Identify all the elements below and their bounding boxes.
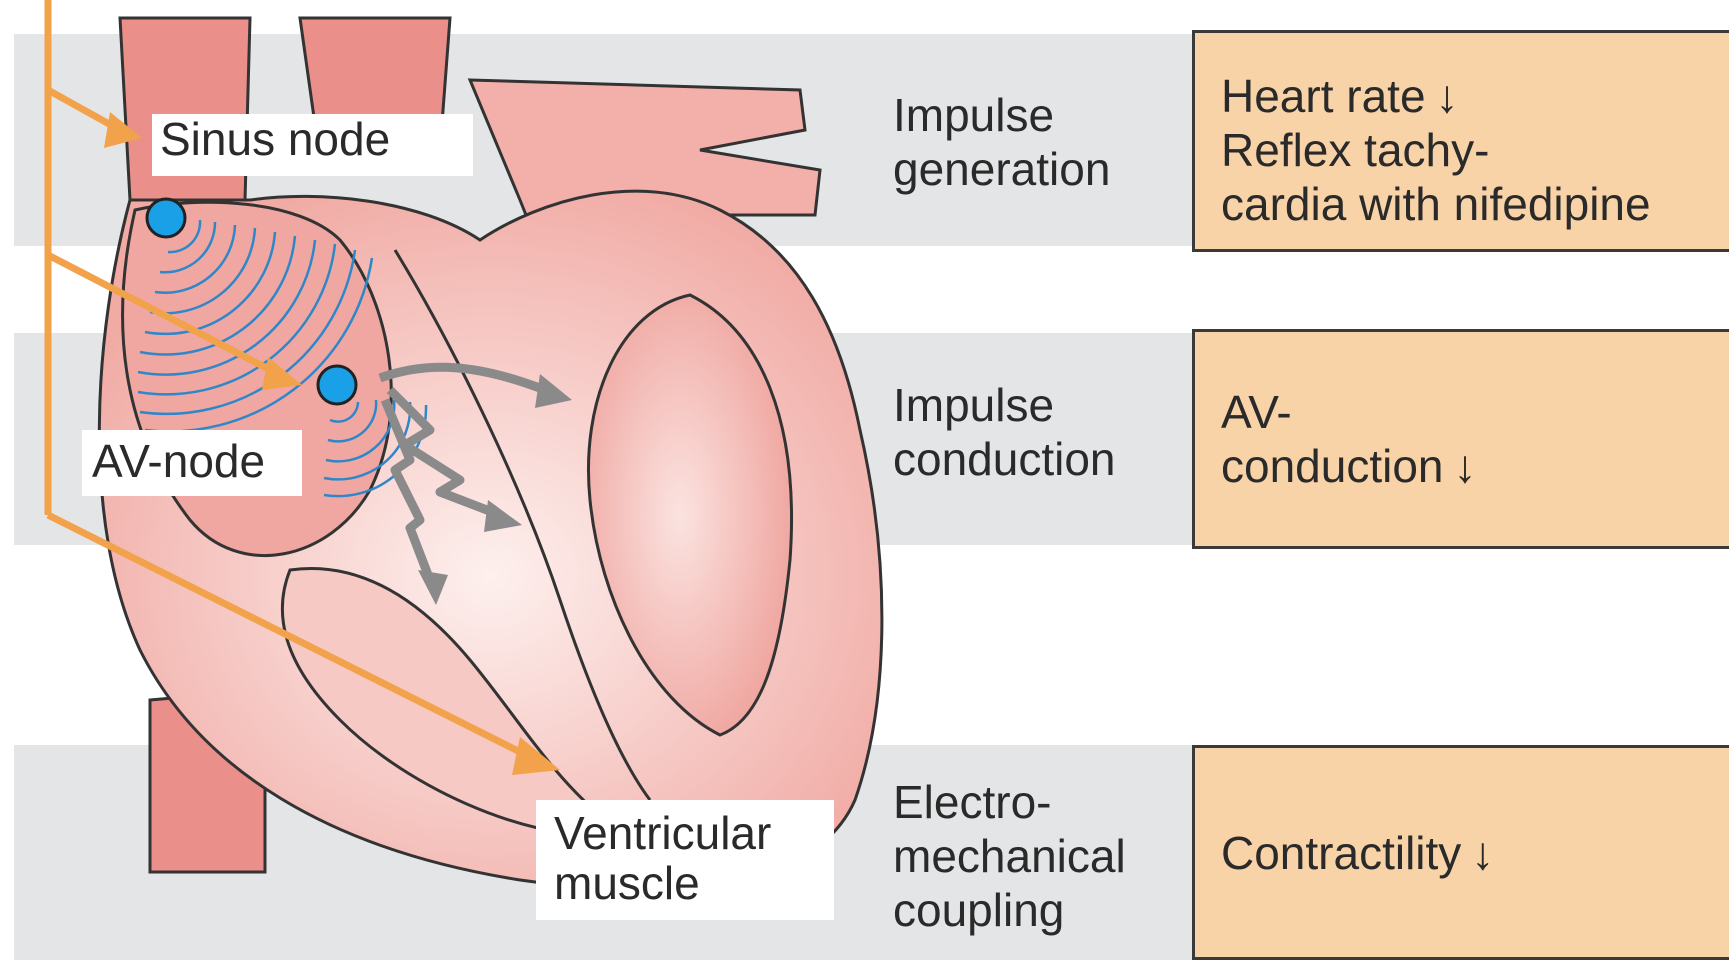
effect-box-heart-rate: Heart rate↓ Reflex tachy- cardia with ni…	[1192, 30, 1729, 252]
mechanism-line: Impulse	[893, 378, 1116, 432]
effect-line: AV-	[1221, 385, 1729, 439]
effect-box-av-conduction: AV- conduction↓	[1192, 329, 1729, 549]
down-arrow-icon: ↓	[1471, 826, 1494, 880]
effect-line: Reflex tachy-	[1221, 123, 1729, 177]
av-node-dot	[318, 366, 356, 404]
effect-text: Heart rate	[1221, 70, 1426, 122]
down-arrow-icon: ↓	[1436, 69, 1459, 123]
mechanism-line: Impulse	[893, 88, 1110, 142]
effect-text: Contractility	[1221, 827, 1461, 879]
mechanism-line: generation	[893, 142, 1110, 196]
mechanism-line: coupling	[893, 883, 1126, 937]
ventricular-muscle-line-1: Ventricular	[554, 808, 834, 858]
sinus-node-label: Sinus node	[152, 114, 473, 176]
ventricular-muscle-line-2: muscle	[554, 858, 834, 908]
down-arrow-icon: ↓	[1454, 439, 1477, 493]
effect-box-contractility: Contractility↓	[1192, 745, 1729, 960]
mechanism-line: mechanical	[893, 829, 1126, 883]
sinus-node-dot	[147, 199, 185, 237]
mechanism-line: conduction	[893, 432, 1116, 486]
mechanism-impulse-generation: Impulse generation	[893, 88, 1110, 196]
effect-text: conduction	[1221, 440, 1444, 492]
effect-line: Heart rate↓	[1221, 69, 1729, 123]
effect-line: Contractility↓	[1221, 826, 1494, 880]
av-node-label: AV-node	[82, 430, 302, 496]
mechanism-line: Electro-	[893, 775, 1126, 829]
mechanism-impulse-conduction: Impulse conduction	[893, 378, 1116, 486]
mechanism-electromechanical-coupling: Electro- mechanical coupling	[893, 775, 1126, 937]
effect-line: cardia with nifedipine	[1221, 177, 1729, 231]
effect-line: conduction↓	[1221, 439, 1729, 493]
ventricular-muscle-label: Ventricular muscle	[536, 800, 834, 920]
